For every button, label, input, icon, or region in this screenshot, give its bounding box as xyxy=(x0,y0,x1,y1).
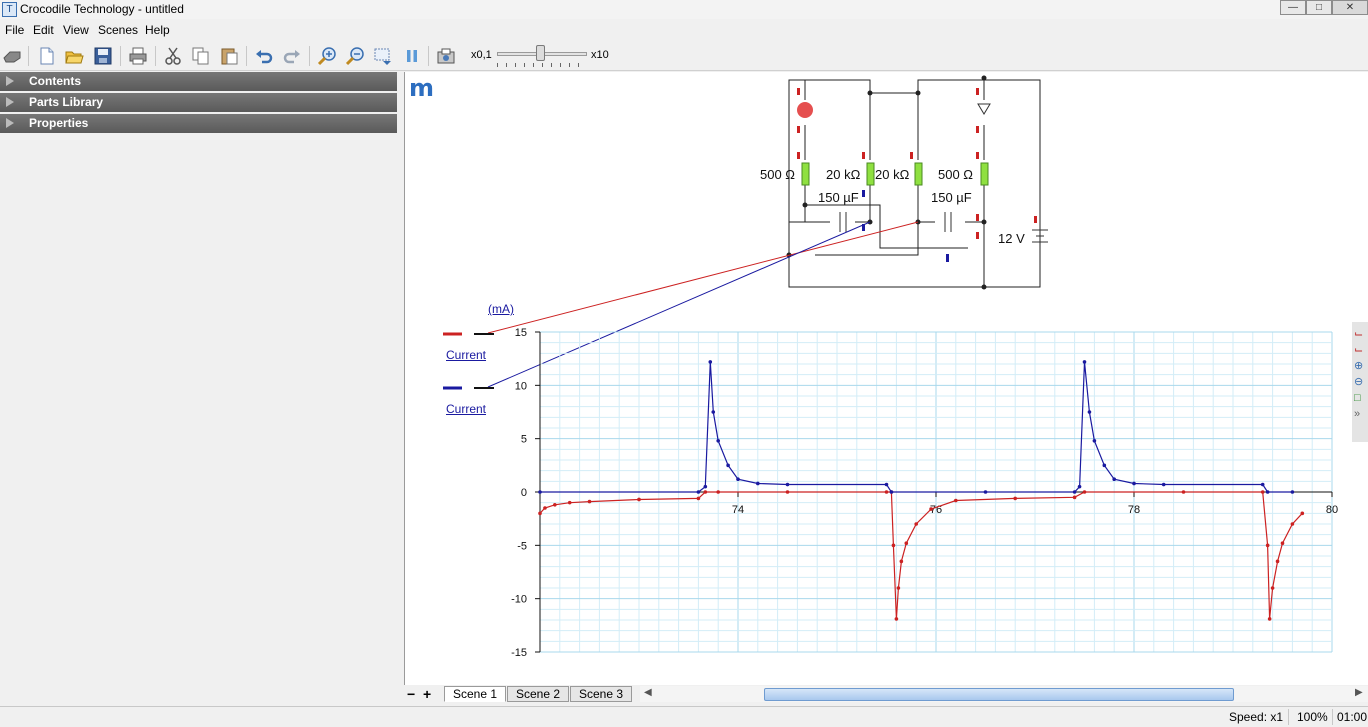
speed-max-label: x10 xyxy=(591,49,609,61)
menu-edit[interactable]: Edit xyxy=(33,23,54,37)
toolbar-separator xyxy=(246,46,247,66)
toolbar-separator xyxy=(120,46,121,66)
status-bar: Speed: x1 100% 01:00: xyxy=(0,706,1368,727)
panel-parts-library[interactable]: Parts Library xyxy=(0,93,397,112)
speed-slider-thumb[interactable] xyxy=(536,45,545,61)
status-time: 01:00: xyxy=(1337,710,1368,724)
horizontal-scrollbar[interactable]: ◀ ▶ xyxy=(640,686,1368,702)
menu-bar: File Edit View Scenes Help xyxy=(0,20,1368,40)
cut-icon[interactable] xyxy=(163,46,183,66)
status-separator xyxy=(1288,709,1289,725)
expand-arrow-icon xyxy=(6,76,14,86)
workspace-canvas[interactable] xyxy=(404,72,1368,685)
axes-icon[interactable]: ⌙ xyxy=(1354,328,1364,340)
new-icon[interactable] xyxy=(37,46,57,66)
toolbar-separator xyxy=(28,46,29,66)
toolbar-separator xyxy=(428,46,429,66)
app-icon: T xyxy=(2,2,17,17)
speed-slider-ticks xyxy=(497,63,587,67)
save-icon[interactable] xyxy=(93,46,113,66)
menu-file[interactable]: File xyxy=(5,23,25,37)
snapshot-icon[interactable] xyxy=(436,46,456,66)
maximize-button[interactable]: □ xyxy=(1306,0,1332,15)
zoom-fit-icon[interactable] xyxy=(373,46,393,66)
panel-label: Contents xyxy=(29,74,81,88)
panel-properties[interactable]: Properties xyxy=(0,114,397,133)
add-scene-button[interactable]: + xyxy=(423,686,432,702)
panel-contents[interactable]: Contents xyxy=(0,72,397,91)
open-icon[interactable] xyxy=(64,46,84,66)
status-speed: Speed: x1 xyxy=(1229,710,1284,724)
toolbar-separator xyxy=(155,46,156,66)
graph-toolbar: ⌙ ⌙ ⊕ ⊖ □ » xyxy=(1352,322,1368,442)
scroll-right-icon[interactable]: ▶ xyxy=(1355,687,1363,698)
status-separator xyxy=(1332,709,1333,725)
paste-icon[interactable] xyxy=(219,46,239,66)
graph-zoom-in-icon[interactable]: ⊕ xyxy=(1354,360,1364,372)
zoom-in-icon[interactable] xyxy=(317,46,337,66)
sidebar: Contents Parts Library Properties xyxy=(0,72,398,727)
menu-view[interactable]: View xyxy=(63,23,89,37)
pause-icon[interactable] xyxy=(402,46,422,66)
copy-icon[interactable] xyxy=(191,46,211,66)
scrollbar-thumb[interactable] xyxy=(764,688,1234,701)
hand-icon[interactable] xyxy=(2,46,22,66)
expand-arrow-icon xyxy=(6,118,14,128)
zoom-out-icon[interactable] xyxy=(345,46,365,66)
axes-fit-icon[interactable]: ⌙ xyxy=(1354,344,1364,356)
print-icon[interactable] xyxy=(128,46,148,66)
chart-unit-label[interactable]: (mA) xyxy=(488,302,514,316)
panel-label: Properties xyxy=(29,116,89,130)
menu-help[interactable]: Help xyxy=(145,23,170,37)
panel-label: Parts Library xyxy=(29,95,104,109)
toolbar-separator xyxy=(309,46,310,66)
undo-icon[interactable] xyxy=(254,46,274,66)
redo-icon[interactable] xyxy=(282,46,302,66)
close-button[interactable]: ✕ xyxy=(1332,0,1368,15)
window-title: Crocodile Technology - untitled xyxy=(20,2,184,16)
scroll-left-icon[interactable]: ◀ xyxy=(644,687,652,698)
graph-crop-icon[interactable]: □ xyxy=(1354,392,1361,404)
graph-more-icon[interactable]: » xyxy=(1354,408,1361,420)
minimize-button[interactable]: — xyxy=(1280,0,1306,15)
mechanisms-logo: m xyxy=(409,74,435,102)
tab-scene-2[interactable]: Scene 2 xyxy=(507,686,570,702)
legend-label-blue[interactable]: Current xyxy=(446,402,487,416)
menu-scenes[interactable]: Scenes xyxy=(98,23,139,37)
tab-scene-1[interactable]: Scene 1 xyxy=(444,686,507,702)
remove-scene-button[interactable]: − xyxy=(407,686,416,702)
tab-scene-3[interactable]: Scene 3 xyxy=(570,686,633,702)
toolbar: x0,1 x10 xyxy=(0,41,1368,71)
status-zoom: 100% xyxy=(1297,710,1328,724)
expand-arrow-icon xyxy=(6,97,14,107)
legend-label-red[interactable]: Current xyxy=(446,348,487,362)
title-bar: T Crocodile Technology - untitled — □ ✕ xyxy=(0,0,1368,19)
graph-zoom-out-icon[interactable]: ⊖ xyxy=(1354,376,1364,388)
speed-min-label: x0,1 xyxy=(471,49,492,61)
